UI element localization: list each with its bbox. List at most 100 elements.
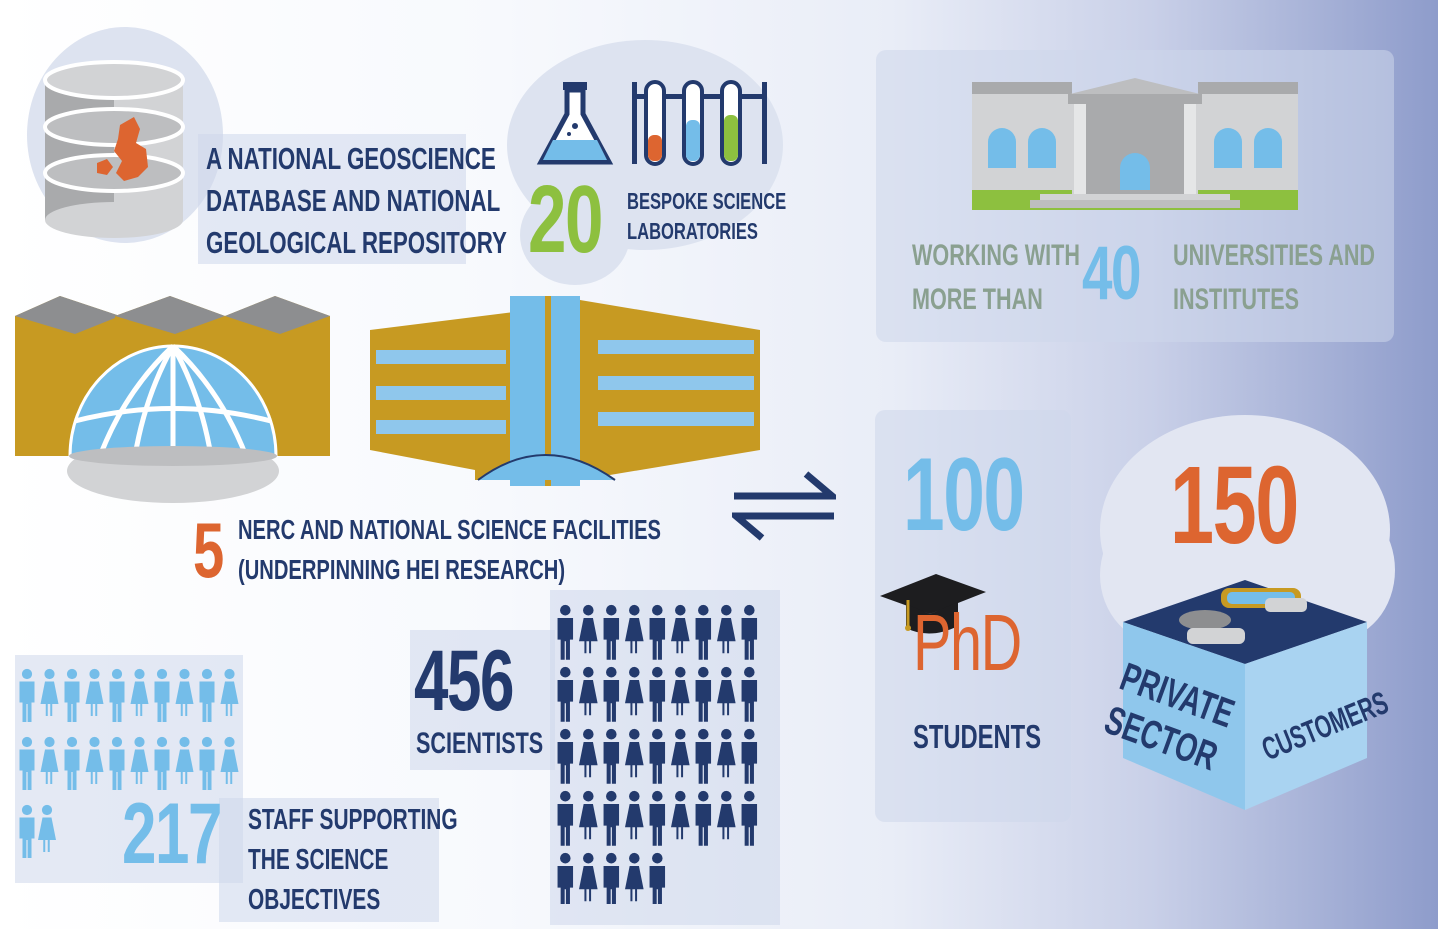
person-figure-icon — [38, 804, 56, 852]
person-figure-icon — [154, 736, 170, 790]
person-figure-icon — [199, 736, 215, 790]
person-figure-icon — [557, 666, 574, 722]
person-figure-icon — [579, 852, 598, 902]
university-building-icon — [970, 78, 1300, 216]
staff-line-3: OBJECTIVES — [248, 884, 381, 916]
scientists-number: 456 — [414, 633, 514, 729]
phd-badge: PhD — [913, 598, 1022, 687]
person-figure-icon — [717, 728, 736, 778]
person-figure-icon — [695, 790, 712, 846]
universities-suffix-line-1: UNIVERSITIES AND — [1173, 239, 1376, 272]
person-figure-icon — [649, 604, 666, 660]
person-figure-icon — [175, 736, 194, 784]
scientists-label: SCIENTISTS — [416, 727, 544, 760]
person-figure-icon — [671, 604, 690, 654]
person-figure-icon — [741, 604, 758, 660]
person-figure-icon — [579, 790, 598, 840]
facilities-caption: NERC AND NATIONAL SCIENCE FACILITIES (UN… — [238, 510, 661, 590]
person-figure-icon — [695, 666, 712, 722]
person-figure-icon — [671, 728, 690, 778]
person-figure-icon — [40, 736, 59, 784]
scientists-label-box — [410, 630, 555, 770]
person-figure-icon — [220, 736, 239, 784]
person-figure-icon — [695, 728, 712, 784]
person-figure-icon — [649, 728, 666, 784]
private-sector-number: 150 — [1170, 444, 1299, 567]
geoscience-line-1: A NATIONAL GEOSCIENCE — [206, 141, 496, 176]
person-figure-icon — [741, 728, 758, 784]
facilities-line-1: NERC AND NATIONAL SCIENCE FACILITIES — [238, 514, 662, 545]
person-figure-icon — [19, 736, 35, 790]
geoscience-caption: A NATIONAL GEOSCIENCE DATABASE AND NATIO… — [206, 138, 507, 264]
person-figure-icon — [199, 668, 215, 722]
customer-box-icon — [1115, 578, 1375, 813]
geoscience-line-3: GEOLOGICAL REPOSITORY — [206, 225, 507, 260]
person-figure-icon — [671, 666, 690, 716]
universities-prefix-line-1: WORKING WITH — [912, 239, 1080, 272]
facilities-number: 5 — [193, 506, 224, 594]
person-figure-icon — [741, 666, 758, 722]
graduation-cap-icon — [878, 570, 988, 640]
test-tubes-icon — [632, 80, 767, 170]
modern-facility-icon — [370, 290, 760, 490]
person-figure-icon — [717, 666, 736, 716]
person-figure-icon — [557, 728, 574, 784]
universities-suffix: UNIVERSITIES AND INSTITUTES — [1173, 234, 1375, 322]
person-figure-icon — [85, 736, 104, 784]
universities-number: 40 — [1082, 231, 1141, 316]
person-figure-icon — [579, 604, 598, 654]
geoscience-caption-box — [198, 134, 466, 264]
database-icon — [27, 27, 223, 243]
geoscience-line-2: DATABASE AND NATIONAL — [206, 183, 501, 218]
staff-line-1: STAFF SUPPORTING — [248, 804, 458, 836]
universities-suffix-line-2: INSTITUTES — [1173, 283, 1300, 316]
person-figure-icon — [557, 604, 574, 660]
person-figure-icon — [579, 728, 598, 778]
database-cloud — [25, 15, 225, 250]
person-figure-icon — [649, 666, 666, 722]
staff-line-2: THE SCIENCE — [248, 844, 389, 876]
staff-caption-box — [219, 798, 439, 922]
facilities-line-2: (UNDERPINNING HEI RESEARCH) — [238, 554, 566, 585]
person-figure-icon — [603, 728, 620, 784]
universities-prefix-line-2: MORE THAN — [912, 283, 1043, 316]
exchange-arrows-icon — [726, 470, 842, 542]
person-figure-icon — [625, 666, 644, 716]
person-figure-icon — [671, 790, 690, 840]
person-figure-icon — [625, 604, 644, 654]
person-figure-icon — [175, 668, 194, 716]
person-figure-icon — [625, 728, 644, 778]
person-figure-icon — [130, 736, 149, 784]
person-figure-icon — [603, 604, 620, 660]
phd-number: 100 — [903, 437, 1025, 553]
person-figure-icon — [154, 668, 170, 722]
person-figure-icon — [717, 790, 736, 840]
dome-facility-icon — [15, 296, 335, 506]
person-figure-icon — [109, 668, 125, 722]
person-figure-icon — [603, 852, 620, 908]
person-figure-icon — [557, 852, 574, 908]
person-figure-icon — [19, 804, 35, 858]
person-figure-icon — [109, 736, 125, 790]
person-figure-icon — [19, 668, 35, 722]
labs-line-2: LABORATORIES — [627, 218, 758, 244]
staff-people-icon — [18, 668, 240, 868]
private-sector-cloud — [1095, 405, 1395, 670]
universities-prefix: WORKING WITH MORE THAN — [912, 234, 1080, 322]
labs-line-1: BESPOKE SCIENCE — [627, 188, 787, 214]
person-figure-icon — [579, 666, 598, 716]
person-figure-icon — [130, 668, 149, 716]
person-figure-icon — [40, 668, 59, 716]
person-figure-icon — [557, 790, 574, 846]
person-figure-icon — [64, 668, 80, 722]
person-figure-icon — [64, 736, 80, 790]
person-figure-icon — [741, 790, 758, 846]
person-figure-icon — [220, 668, 239, 716]
scientists-people-icon — [556, 604, 776, 908]
staff-caption: STAFF SUPPORTING THE SCIENCE OBJECTIVES — [248, 800, 458, 920]
person-figure-icon — [649, 852, 666, 908]
person-figure-icon — [717, 604, 736, 654]
labs-caption: BESPOKE SCIENCE LABORATORIES — [627, 186, 786, 246]
phd-label: STUDENTS — [913, 718, 1042, 755]
